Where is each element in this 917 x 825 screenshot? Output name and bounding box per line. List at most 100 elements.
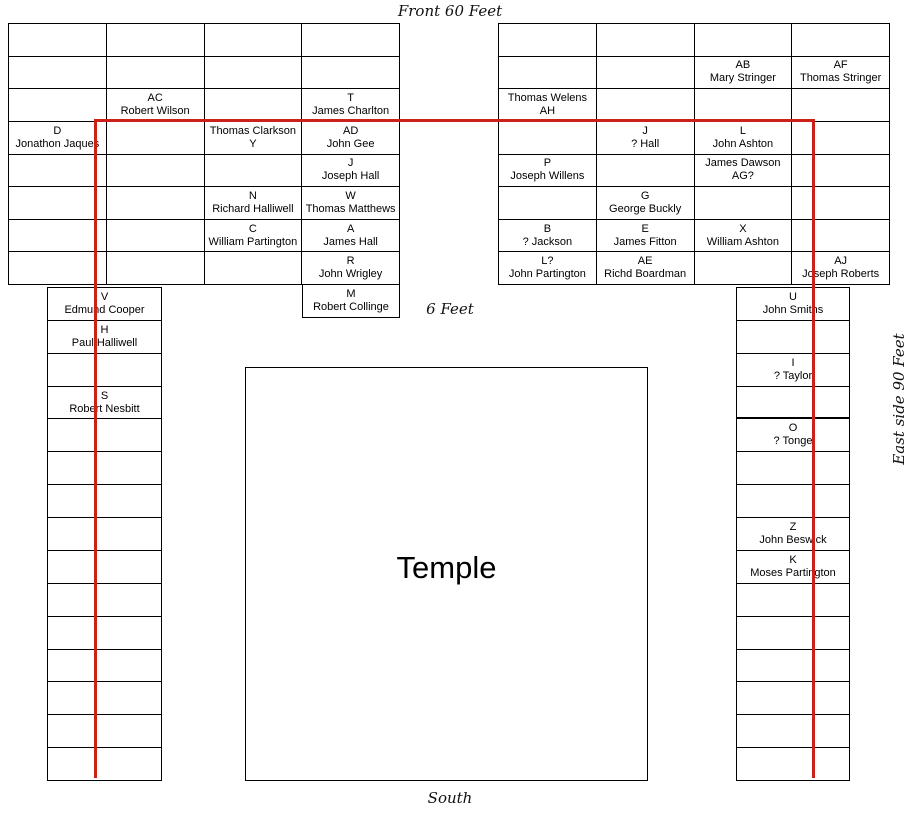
- plot-cell-empty: [792, 219, 890, 253]
- plot-cell-text: AJ: [834, 255, 848, 268]
- plot-cell-text: John Beswick: [759, 533, 827, 546]
- plot-cell-text: John Ashton: [712, 137, 774, 150]
- plot-cell-j: J? Hall: [596, 121, 695, 155]
- plot-cell-b: B? Jackson: [499, 219, 597, 253]
- plot-cell-text: W: [345, 189, 356, 202]
- plot-cell-empty: [204, 89, 303, 122]
- plot-cell-text: Edmund Cooper: [64, 303, 145, 316]
- plot-cell-empty: [48, 583, 162, 617]
- plot-cell-text: V: [100, 290, 109, 303]
- plot-cell-empty: [737, 715, 850, 749]
- plot-cell-empty: [48, 550, 162, 584]
- plot-cell-empty: [596, 154, 695, 188]
- plot-cell-text: James Hall: [323, 235, 378, 248]
- plot-cell-empty: [9, 56, 107, 90]
- plot-cell-l: L?John Partington: [499, 252, 597, 285]
- plot-cell-text: James Fitton: [613, 235, 677, 248]
- plot-cell-empty: [48, 682, 162, 716]
- plot-cell-text: Paul Halliwell: [71, 336, 138, 349]
- plot-cell-empty: [106, 187, 205, 220]
- plot-cell-empty: [499, 121, 597, 155]
- plot-cell-empty: [204, 252, 303, 285]
- plot-cell-text: Robert Wilson: [120, 105, 190, 118]
- plot-cell-text: Y: [249, 137, 257, 150]
- plot-cell-text: E: [641, 222, 649, 235]
- plot-cell-empty: [737, 320, 850, 354]
- plot-cell-text: ? Jackson: [522, 235, 573, 248]
- plot-cell-empty: [596, 24, 695, 57]
- plot-cell-text: John Partington: [508, 268, 586, 281]
- plot-cell-text: William Ashton: [706, 235, 779, 248]
- plot-cell-empty: [694, 89, 793, 122]
- plot-cell-text: Thomas Stringer: [799, 72, 882, 85]
- plot-cell-empty: [48, 518, 162, 551]
- plot-cell-empty: [737, 616, 850, 650]
- plot-cell-text: L?: [541, 255, 554, 268]
- plot-cell-empty: [737, 682, 850, 716]
- plot-cell-empty: [302, 24, 400, 57]
- plot-cell-empty: [9, 187, 107, 220]
- plot-cell-empty: [737, 649, 850, 683]
- plot-cell-text: Robert Collinge: [313, 301, 389, 313]
- plot-cell-text: U: [789, 290, 797, 303]
- plot-cell-text: Thomas Welens: [507, 92, 588, 105]
- plot-cell-empty: [302, 56, 400, 90]
- plot-cell-empty: [737, 583, 850, 617]
- plot-cell-text: Thomas Clarkson: [209, 124, 296, 137]
- plot-cell-text: J: [347, 157, 354, 170]
- plot-cell-empty: [694, 24, 793, 57]
- plot-cell-text: H: [100, 323, 109, 336]
- plot-cell-text: C: [248, 222, 257, 235]
- red-boundary-line-horizontal: [94, 119, 815, 122]
- plot-cell-text: T: [347, 92, 354, 105]
- plot-cell-text: P: [543, 157, 552, 170]
- plot-cell-empty: [792, 187, 890, 220]
- plot-cell-empty: [106, 219, 205, 253]
- plot-cell-empty: [9, 252, 107, 285]
- plot-cell-text: AG?: [731, 170, 754, 183]
- plot-cell-empty: [737, 452, 850, 486]
- plot-cell-text: Richd Boardman: [604, 268, 687, 281]
- plot-cell-text: AC: [147, 92, 163, 105]
- plot-cell-text: William Partington: [208, 235, 298, 248]
- plot-cell-text: James Charlton: [312, 105, 390, 118]
- front-60-feet-label: Front 60 Feet: [397, 2, 503, 20]
- plot-cell-empty: [48, 419, 162, 453]
- plot-cell-text: J: [642, 124, 648, 137]
- plot-cell-text: Joseph Roberts: [802, 268, 880, 281]
- plot-cell-empty: [737, 748, 850, 781]
- plot-cell-text: ? Taylor: [773, 369, 813, 382]
- plot-cell-empty: [792, 89, 890, 122]
- plot-cell-text: John Smiths: [762, 303, 824, 316]
- plot-cell-empty: [106, 24, 205, 57]
- plot-cell-text: N: [248, 189, 257, 202]
- plot-cell-text: X: [739, 222, 747, 235]
- plot-cell-text: ? Hall: [631, 137, 660, 150]
- plot-cell-text: A: [346, 222, 355, 235]
- plot-cell-text: G: [640, 189, 650, 202]
- plot-cell-o: O? Tonge: [737, 419, 850, 453]
- plot-cell-empty: [499, 24, 597, 57]
- plot-cell-text: Z: [789, 520, 797, 533]
- red-boundary-line-west: [94, 119, 97, 778]
- plot-cell-empty: [792, 121, 890, 155]
- plot-cell-text: B: [543, 222, 552, 235]
